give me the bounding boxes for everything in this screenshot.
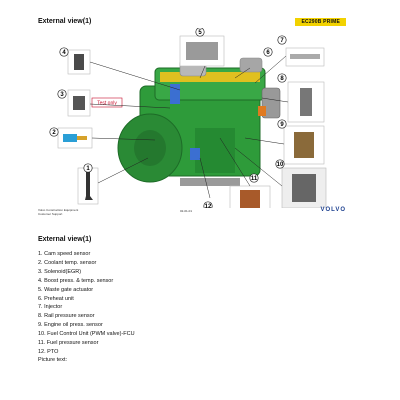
list-item: 3. Solenoid(EGR) [38,268,82,275]
slide: External view(1) EC290B PRIME [30,14,360,220]
list-item: 5. Waste gate actuator [38,286,94,293]
component-list: 1. Cam speed sensor 2. Coolant temp. sen… [38,250,135,357]
callout-label: 8 [280,76,284,82]
footer-line-2: Customer Support [38,212,63,216]
list-item: 6. Preheat unit [38,295,74,302]
test-only-label: Test only [97,101,117,107]
callout-label: 4 [62,50,66,56]
callout-11: 11 [249,173,259,183]
callout-12: 12 [203,201,213,208]
callout-label: 12 [205,204,212,208]
model-badge: EC290B PRIME [295,18,346,26]
slide-title: External view(1) [38,18,92,25]
callout-label: 9 [280,122,284,128]
list-item: 2. Coolant temp. sensor [38,259,97,266]
engine-illustration [117,57,281,186]
callout-label: 6 [266,50,270,56]
callout-label: 3 [60,92,64,98]
list-item: 10. Fuel Control Unit (PWM valve)-FCU [38,331,135,338]
test-only-tag [91,97,123,108]
list-item: 9. Engine oil press. sensor [38,322,103,329]
callout-4: 4 [59,47,69,57]
list-item: 7. Injector [38,304,63,311]
callout-label: 11 [251,176,258,182]
document-heading: External view(1) [38,236,92,243]
list-item: 4. Boost press. & temp. sensor [38,277,114,284]
picture-text-label: Picture text: [38,357,68,363]
footer-line-1: Volvo Construction Equipment [38,208,79,212]
callout-2: 2 [49,127,59,137]
footer-company: Volvo Construction Equipment Customer Su… [38,208,78,216]
list-item: 1. Cam speed sensor [38,251,91,257]
list-item: 8. Rail pressure sensor [38,313,95,320]
list-item: 11. Fuel pressure sensor [38,340,99,347]
callout-6: 6 [263,47,273,57]
callout-label: 7 [280,38,284,44]
callout-9: 9 [277,119,287,129]
callout-1: 1 [83,163,93,173]
callout-10: 10 [275,159,285,169]
callout-7: 7 [277,35,287,45]
callout-3: 3 [57,89,67,99]
callout-label: 10 [277,162,284,168]
list-item: 12. PTO [38,348,59,355]
callout-label: 2 [52,130,56,136]
callout-5: 5 [195,28,205,37]
sensor-thumbnails [57,35,327,208]
volvo-logo: VOLVO [320,207,346,213]
leader-lines [89,55,289,199]
footer-page-ref: 02-01-01 [180,209,193,213]
callout-label: 5 [198,30,202,36]
callout-label: 1 [86,166,90,172]
callout-8: 8 [277,73,287,83]
